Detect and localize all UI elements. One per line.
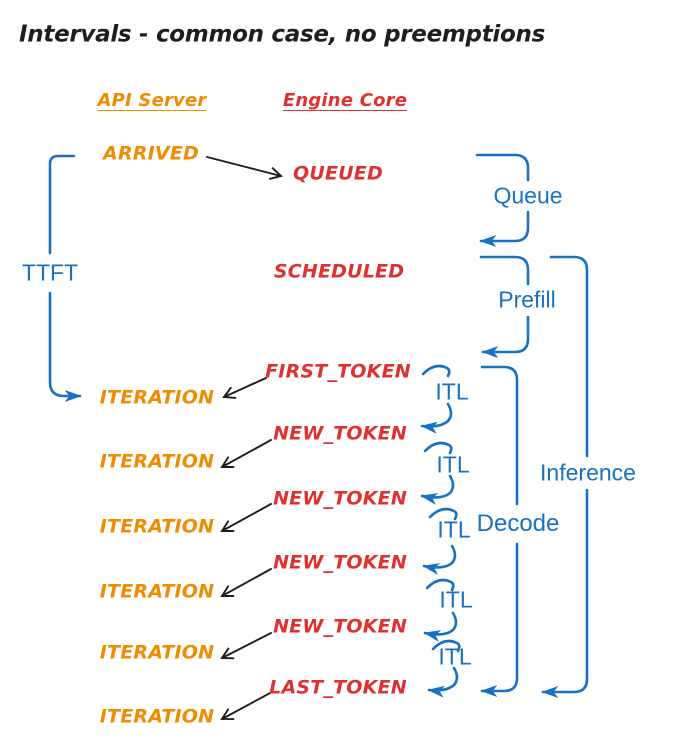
- itl-connector-5: [429, 639, 461, 690]
- interval-label-decode: Decode: [476, 510, 560, 537]
- diagram-title: Intervals - common case, no preemptions: [19, 21, 545, 48]
- itl-connector-4: [425, 578, 458, 634]
- arrow-new-token-3-to-iteration: [220, 568, 272, 597]
- event-first-token: FIRST_TOKEN: [265, 360, 411, 383]
- interval-label-itl-4: ITL: [439, 586, 473, 613]
- arrow-first-token-to-iteration: [222, 377, 267, 399]
- column-header-api-server: API Server: [97, 90, 207, 111]
- interval-label-inference: Inference: [540, 459, 636, 486]
- event-iteration-2: ITERATION: [99, 450, 215, 473]
- interval-label-prefill: Prefill: [498, 286, 556, 313]
- interval-label-queue: Queue: [493, 182, 563, 209]
- itl-connector-2: [422, 441, 455, 497]
- arrow-arrived-to-queued: [206, 156, 283, 180]
- decode-bracket-arrow: [482, 365, 519, 691]
- interval-label-itl-5: ITL: [438, 643, 472, 670]
- event-last-token: LAST_TOKEN: [269, 676, 407, 699]
- queue-bracket-arrow: [475, 153, 530, 241]
- arrow-new-token-4-to-iteration: [220, 632, 272, 660]
- prefill-bracket-arrow: [479, 255, 530, 352]
- event-iteration-3: ITERATION: [99, 515, 215, 538]
- event-iteration-4: ITERATION: [99, 580, 215, 603]
- event-arrived: ARRIVED: [103, 142, 199, 165]
- arrow-last-token-to-iteration: [220, 691, 273, 721]
- event-new-token-3: NEW_TOKEN: [273, 551, 407, 574]
- event-queued: QUEUED: [293, 162, 383, 185]
- event-iteration-5: ITERATION: [99, 641, 215, 664]
- event-iteration-6: ITERATION: [99, 705, 215, 728]
- event-iteration-1: ITERATION: [99, 386, 215, 409]
- interval-label-itl-2: ITL: [436, 451, 470, 478]
- inference-bracket-arrow: [543, 255, 589, 692]
- itl-connector-1: [422, 364, 453, 426]
- itl-connector-3: [424, 507, 458, 567]
- event-new-token-4: NEW_TOKEN: [273, 615, 407, 638]
- arrow-new-token-2-to-iteration: [220, 503, 272, 532]
- interval-label-itl-1: ITL: [435, 378, 469, 405]
- event-new-token-1: NEW_TOKEN: [273, 422, 407, 445]
- ttft-bracket-arrow: [48, 154, 80, 396]
- interval-label-itl-3: ITL: [437, 516, 471, 543]
- event-new-token-2: NEW_TOKEN: [273, 487, 407, 510]
- interval-label-ttft: TTFT: [21, 259, 79, 286]
- column-header-engine-core: Engine Core: [282, 90, 408, 111]
- event-scheduled: SCHEDULED: [273, 260, 405, 283]
- arrow-new-token-1-to-iteration: [220, 439, 272, 468]
